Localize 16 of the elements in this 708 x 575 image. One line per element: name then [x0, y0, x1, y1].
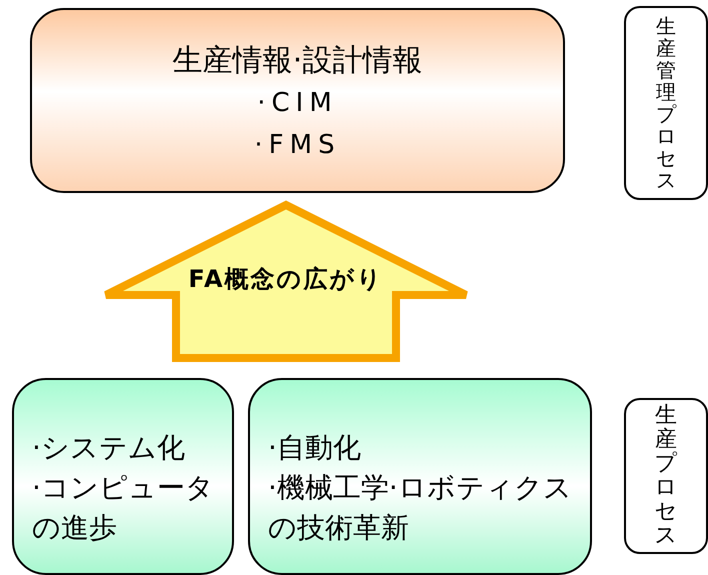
- box-heading: 生産情報·設計情報: [172, 42, 424, 80]
- process-box: [12, 378, 234, 575]
- bullet-text: ·システム化: [32, 430, 186, 466]
- vertical-label: 生産管理プロセス: [655, 15, 677, 191]
- bullet-text: ·コンピュータの進歩: [32, 470, 215, 546]
- bullet-text: ·FMS: [253, 129, 342, 162]
- bullet-text: ·自動化: [268, 430, 362, 466]
- bullet-text: ·CIM: [256, 87, 339, 120]
- vertical-label: 生産プロセス: [654, 404, 678, 548]
- process-box: [624, 6, 708, 200]
- process-box: [30, 8, 565, 193]
- edge-label: FA概念の広がり: [187, 264, 385, 295]
- bullet-text: ·機械工学·ロボティクスの技術革新: [268, 470, 573, 546]
- block-arrow: [102, 200, 470, 362]
- process-box: [624, 398, 708, 554]
- process-box: [248, 378, 592, 575]
